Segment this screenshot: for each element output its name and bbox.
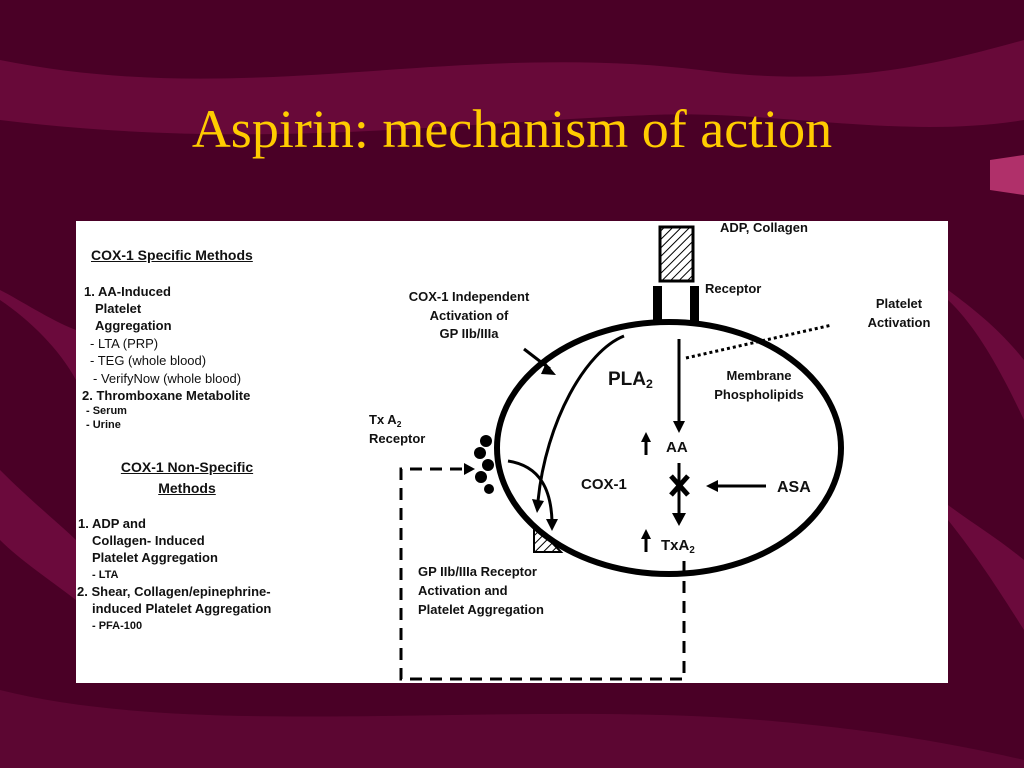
mechanism-diagram xyxy=(399,225,844,681)
specific-item2: 2. Thromboxane Metabolite xyxy=(82,388,251,403)
txa2-receptor-shape xyxy=(474,435,494,494)
nonspecific-item2-line: induced Platelet Aggregation xyxy=(92,601,272,616)
specific-methods-heading: COX-1 Specific Methods xyxy=(91,247,253,263)
background-wave xyxy=(948,505,1024,630)
adp-collagen-ligand xyxy=(658,225,695,283)
background-wave xyxy=(0,470,76,600)
nonspecific-item1-line: Collagen- Induced xyxy=(92,533,205,548)
nonspecific-item1-line: 1. ADP and xyxy=(78,516,146,531)
background-wave xyxy=(0,40,1024,135)
membrane-phospholipids-label: Membrane xyxy=(726,368,792,383)
receptor-post-right xyxy=(690,286,699,324)
background-wave xyxy=(948,290,1024,420)
diagram-panel xyxy=(76,221,948,683)
background-wave xyxy=(0,290,76,380)
curved-arrow-inner xyxy=(507,459,554,522)
specific-item1-sub: - VerifyNow (whole blood) xyxy=(93,371,242,386)
asa-label: ASA xyxy=(777,479,811,496)
specific-item1-sub: - TEG (whole blood) xyxy=(90,353,207,368)
platelet-activation-label: Activation xyxy=(867,315,931,330)
txa2-receptor-label: Receptor xyxy=(369,431,426,446)
gp-receptor-label: Activation and xyxy=(418,583,508,598)
receptor-label: Receptor xyxy=(705,281,762,296)
pla2-label: PLA2 xyxy=(608,369,653,391)
gp-receptor-label: Platelet Aggregation xyxy=(418,602,544,617)
membrane-phospholipids-label: Phospholipids xyxy=(714,387,804,402)
specific-item2-sub: - Urine xyxy=(86,419,121,431)
activation-dotted-line xyxy=(685,323,833,360)
slide-title: Aspirin: mechanism of action xyxy=(191,99,833,159)
adp-collagen-label: ADP, Collagen xyxy=(720,220,808,235)
nonspecific-item2-line: 2. Shear, Collagen/epinephrine- xyxy=(77,584,271,599)
txa2-receptor-label: Tx A2 xyxy=(369,412,402,429)
receptor-post-left xyxy=(653,286,662,324)
specific-item1-line: 1. AA-Induced xyxy=(84,284,171,299)
feedback-dashed-loop xyxy=(399,467,686,681)
background-wave xyxy=(0,690,1024,768)
curved-arrow-outer xyxy=(536,334,625,502)
cox1-independent-label: COX-1 Independent xyxy=(408,289,530,304)
aa-label: AA xyxy=(666,439,688,456)
nonspecific-item1-sub: - LTA xyxy=(92,569,119,581)
txa2-label: TxA2 xyxy=(661,537,695,556)
specific-item1-sub: - LTA (PRP) xyxy=(90,336,159,351)
nonspecific-item2-sub: - PFA-100 xyxy=(92,620,143,632)
nonspecific-item1-line: Platelet Aggregation xyxy=(92,550,218,565)
background-accent xyxy=(990,155,1024,195)
cox1-label: COX-1 xyxy=(581,476,627,493)
nonspecific-methods-heading: Methods xyxy=(158,480,216,496)
platelet-activation-label: Platelet xyxy=(875,296,923,311)
gp-receptor-triangle xyxy=(533,521,564,553)
specific-item1-line: Aggregation xyxy=(95,318,172,333)
specific-item2-sub: - Serum xyxy=(86,405,127,417)
cox1-independent-label: GP IIb/IIIa xyxy=(439,326,499,341)
gp-receptor-label: GP IIb/IIIa Receptor xyxy=(418,564,537,579)
cox1-independent-label: Activation of xyxy=(429,308,509,323)
platelet-cell xyxy=(494,319,844,577)
specific-item1-line: Platelet xyxy=(95,301,142,316)
nonspecific-methods-heading: COX-1 Non-Specific xyxy=(120,459,254,475)
